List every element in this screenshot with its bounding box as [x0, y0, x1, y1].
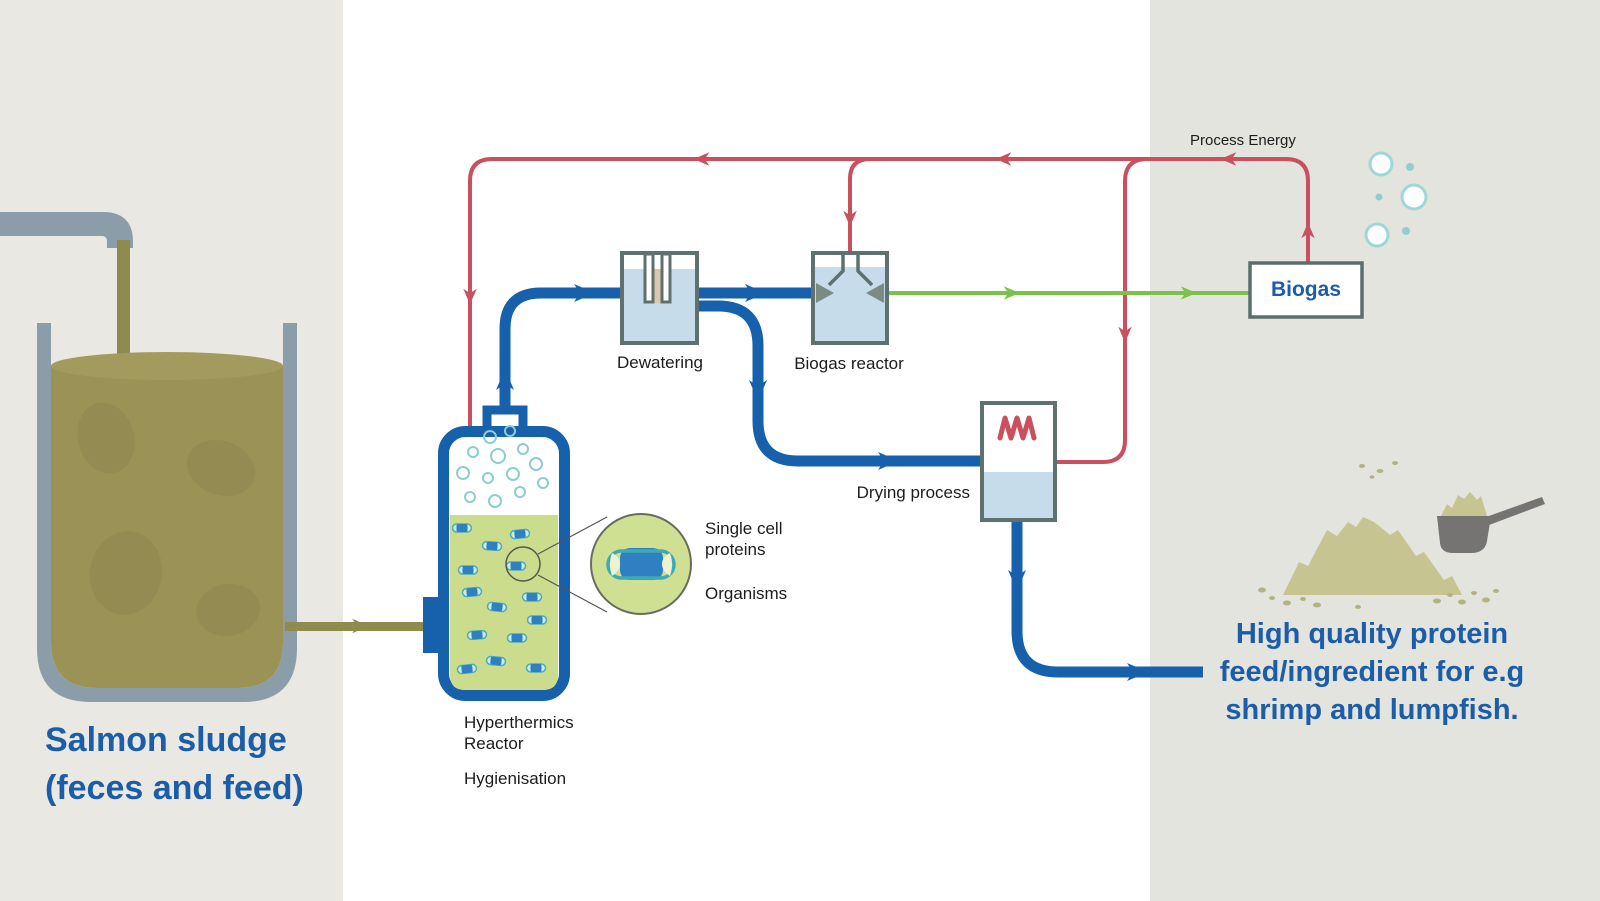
biogas-line	[889, 286, 1250, 300]
hyperthermics-reactor-label: Hyperthermics Reactor	[464, 713, 574, 753]
bubble-icon	[456, 425, 549, 508]
sludge-transfer-pipe	[285, 618, 428, 634]
drying-process-label: Drying process	[856, 483, 970, 502]
hygienisation-label: Hygienisation	[464, 769, 567, 788]
biogas-label: Biogas	[1270, 278, 1341, 301]
inlet-pipe-icon	[0, 212, 133, 372]
heating-coil-icon	[997, 415, 1037, 441]
bacterium-icon	[606, 548, 676, 580]
process-pipes	[499, 287, 1203, 678]
biogas-reactor-label: Biogas reactor	[794, 354, 904, 373]
sludge-tank	[37, 323, 297, 702]
dewatering-box	[620, 251, 699, 345]
process-energy-label: Process Energy	[1190, 132, 1296, 149]
biogas-reactor-box	[811, 251, 889, 345]
output-heading: High quality protein feed/ingredient for…	[1219, 618, 1525, 726]
salmon-sludge-heading: Salmon sludge (feces and feed)	[45, 721, 304, 807]
biogas-bubbles-icon	[1364, 151, 1428, 248]
scoop-icon	[1437, 492, 1545, 553]
bacteria-icons	[451, 523, 548, 675]
magnifier-source-circle	[505, 546, 541, 582]
drying-process-box	[980, 401, 1057, 522]
dewatering-label: Dewatering	[617, 353, 703, 372]
magnifier-callout	[505, 513, 692, 615]
hyperthermics-reactor-vessel	[423, 405, 570, 701]
panel-right	[1150, 0, 1600, 901]
organisms-label: Organisms	[705, 584, 788, 603]
single-cell-proteins-label: Single cell proteins	[705, 519, 783, 559]
biogas-box	[1248, 261, 1364, 319]
reactor-inlet-stub	[423, 597, 443, 653]
process-energy-lines	[468, 157, 1310, 464]
protein-pile-icon	[1258, 461, 1499, 609]
